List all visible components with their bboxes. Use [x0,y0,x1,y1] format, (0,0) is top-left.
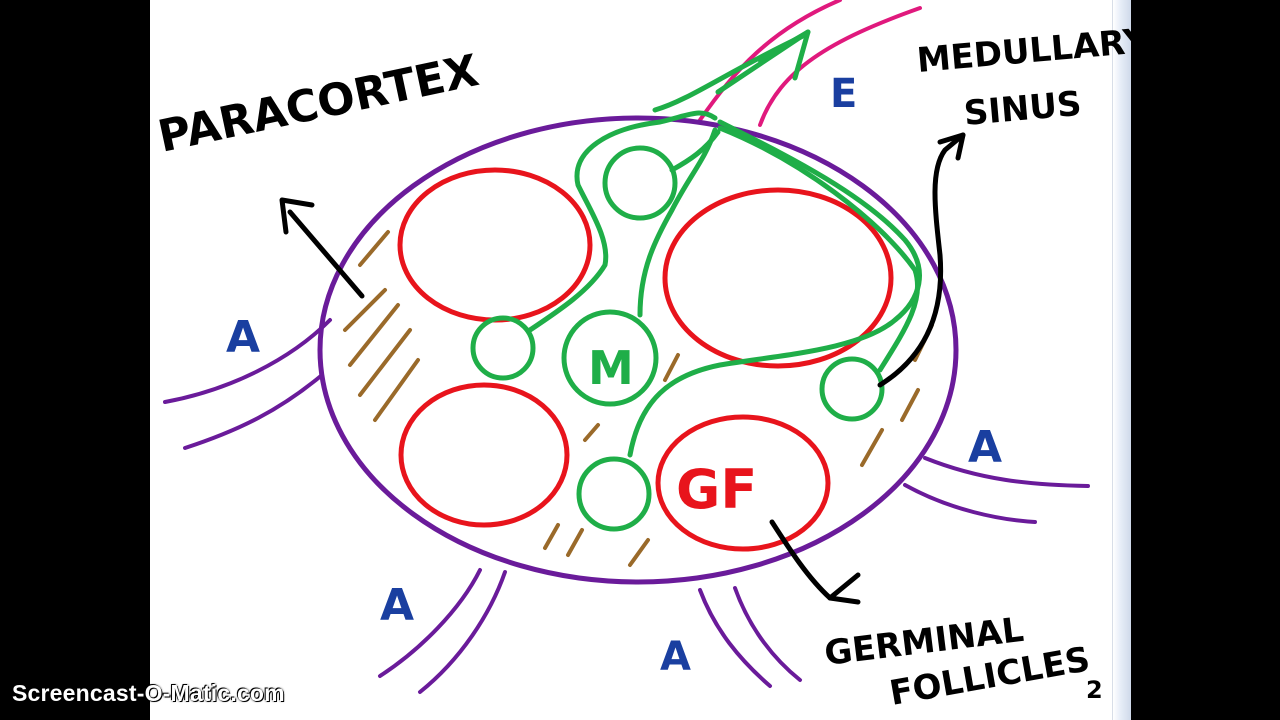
annotation-arrows [279,132,966,605]
afferent-vessels [163,318,1090,694]
medulla-circle [561,309,659,407]
germinal-center-follicle [655,414,831,552]
medullary-label: MEDULLARY [915,21,1149,81]
follicles [397,167,894,552]
afferent-label-left: A [226,312,260,363]
afferent-label-bottom: A [660,634,691,680]
medullary-sinus-arrow [877,132,966,388]
paracortex-label: PARACORTEX [154,45,483,163]
window-edge-scrollbar[interactable] [1112,0,1131,720]
sinus-label: SINUS [962,84,1083,134]
capsule-outline [317,115,959,585]
afferent-label-bottom-left: A [380,580,414,631]
germinal-center-label: GF [676,458,757,521]
follicle-top-left [397,167,593,323]
screencast-watermark: Screencast-O-Matic.com [12,680,285,706]
germinal-follicles-arrow [769,519,833,601]
follicle-bottom-left [398,382,570,528]
afferent-label-right: A [968,422,1002,473]
page-number: 2 [1086,676,1103,704]
follicle-top-right [662,187,894,369]
medulla-label: M [588,341,634,395]
medullary-cords [470,29,922,532]
efferent-label: E [830,71,857,117]
efferent-vessel [698,0,922,127]
paracortex-arrow [287,209,365,299]
